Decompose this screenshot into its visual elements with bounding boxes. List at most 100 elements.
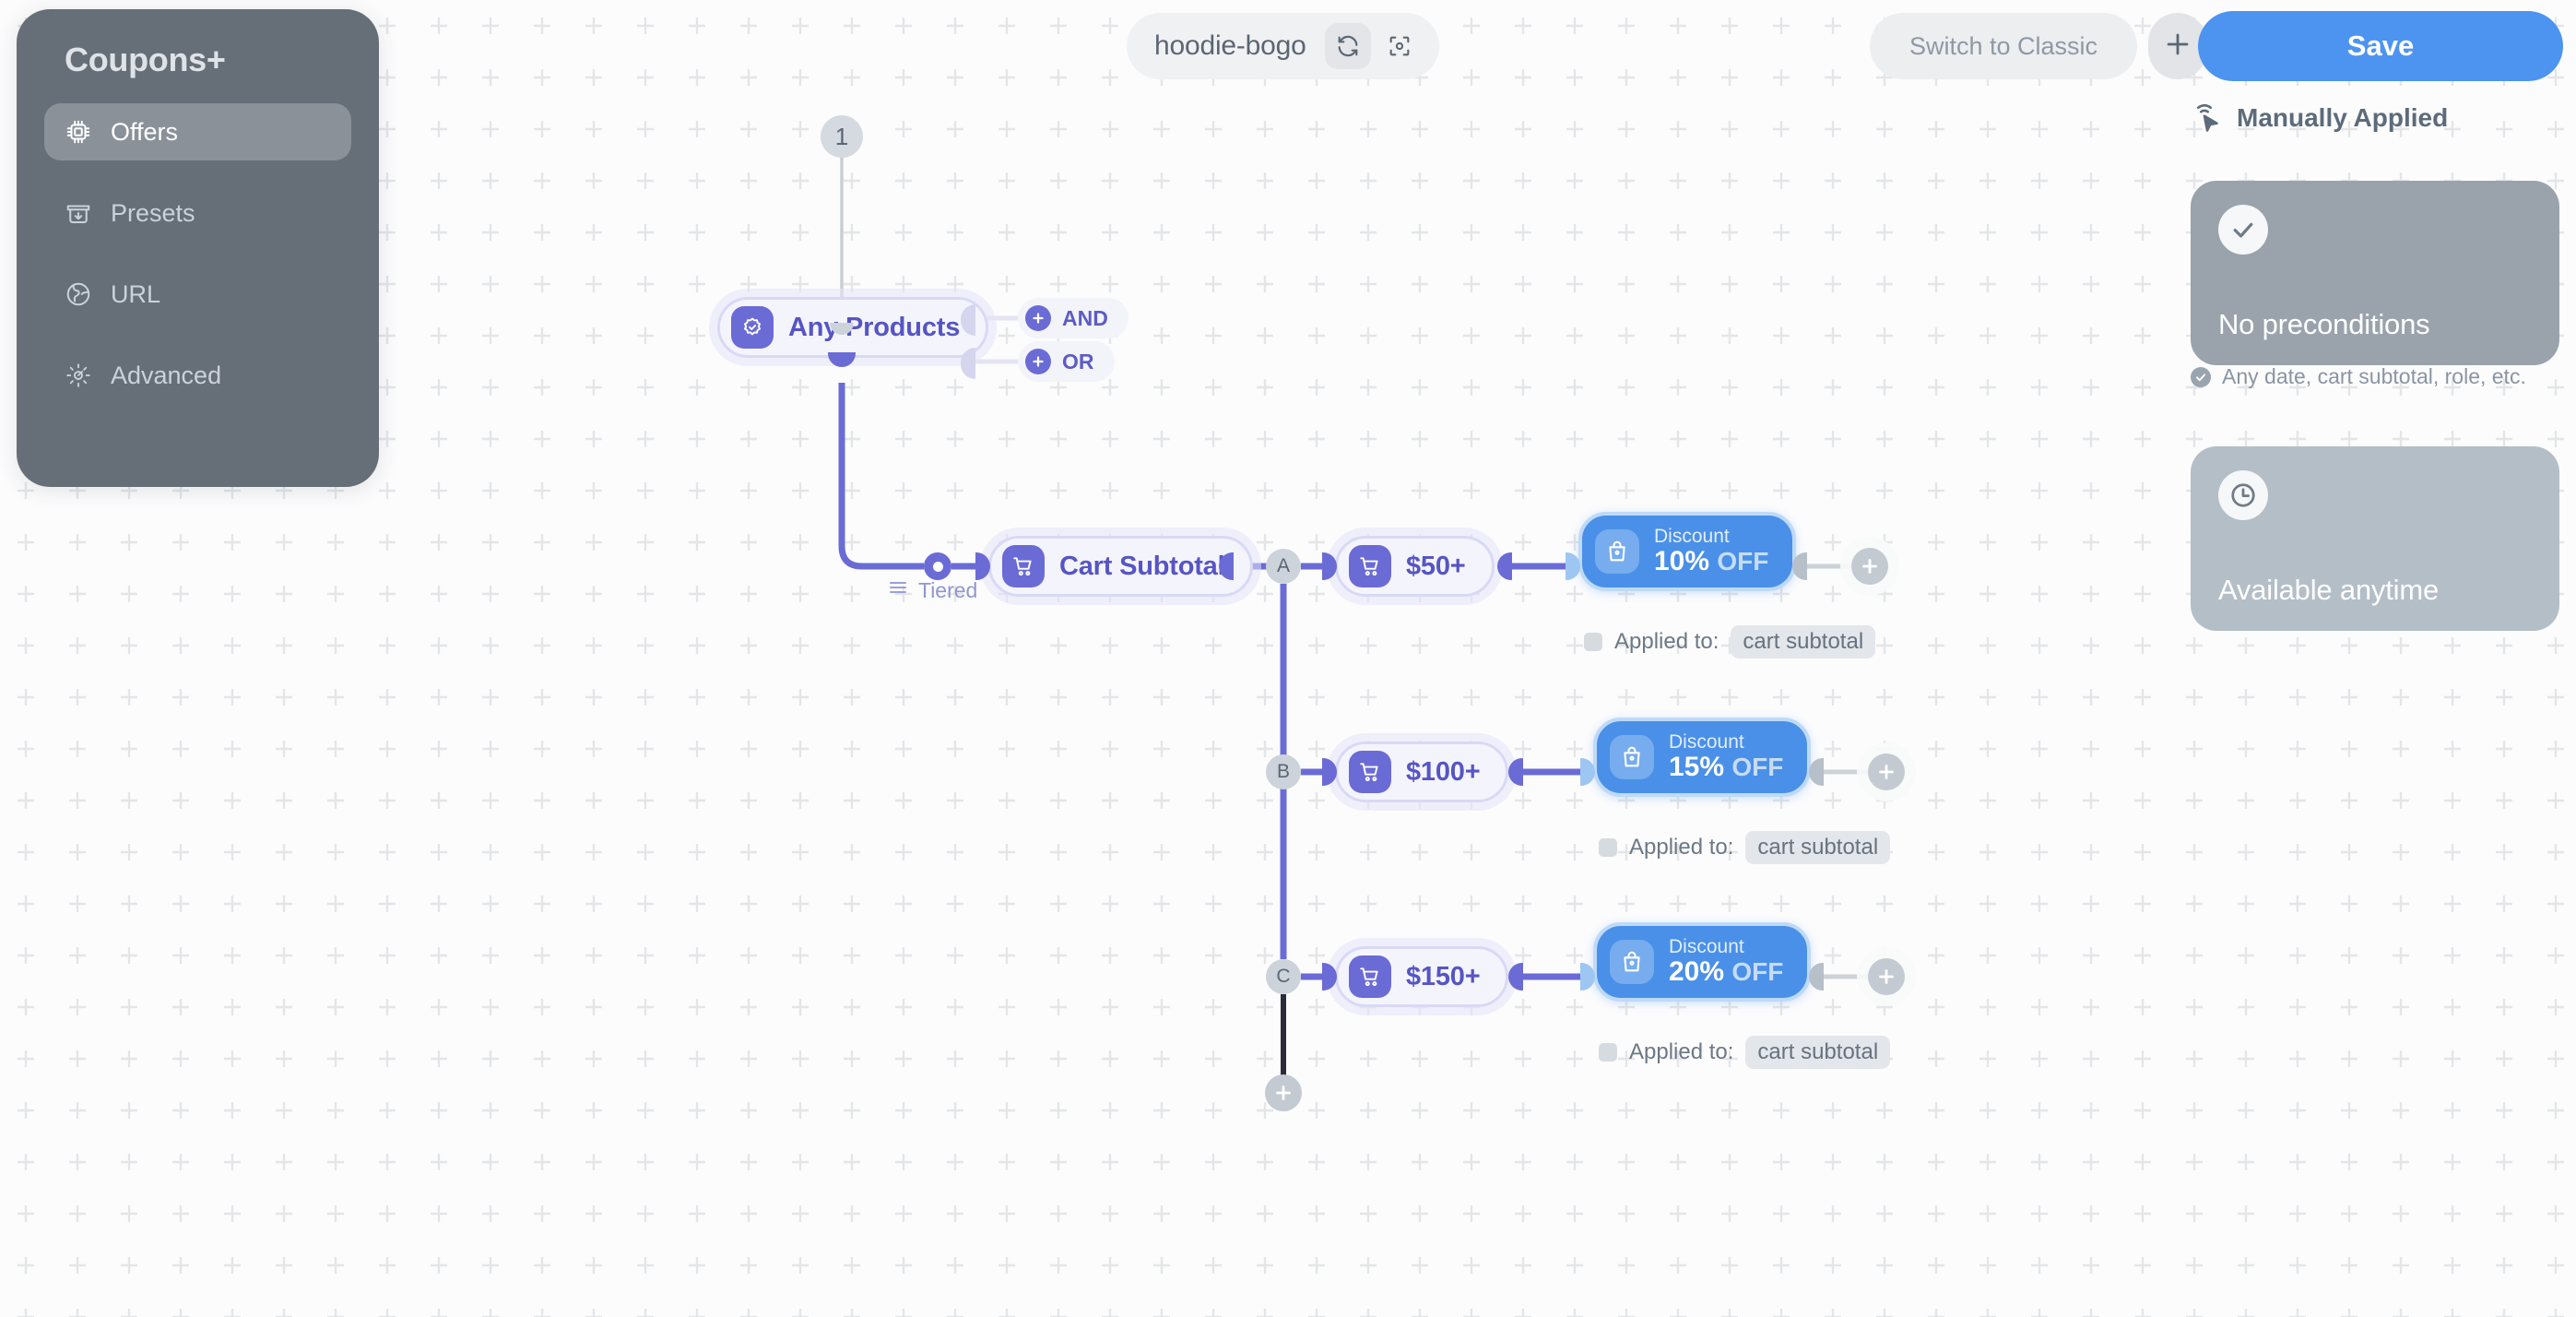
archive-download-icon xyxy=(65,199,92,227)
node-in-handle[interactable] xyxy=(1322,963,1337,991)
refresh-icon[interactable] xyxy=(1324,23,1371,69)
gear-icon xyxy=(65,362,92,389)
discount-value: 20% xyxy=(1669,956,1725,988)
node-threshold[interactable]: $150+ xyxy=(1335,946,1509,1007)
add-action-button[interactable] xyxy=(1868,958,1905,995)
clock-icon xyxy=(2218,470,2268,520)
coupon-name: hoodie-bogo xyxy=(1154,30,1306,61)
sidebar-item-presets[interactable]: Presets xyxy=(44,184,351,242)
tiers-icon xyxy=(887,576,909,604)
applied-target-chip[interactable]: cart subtotal xyxy=(1745,831,1891,864)
node-threshold[interactable]: $100+ xyxy=(1335,742,1509,802)
node-discount[interactable]: Discount 15% OFF xyxy=(1593,718,1812,797)
manually-applied-row: Manually Applied xyxy=(2191,101,2559,135)
chip-icon xyxy=(65,118,92,146)
cart-icon xyxy=(1349,751,1391,793)
plus-circle-icon xyxy=(1025,349,1051,374)
bag-icon xyxy=(1610,735,1654,779)
add-action-button[interactable] xyxy=(1851,548,1888,585)
applied-target-chip[interactable]: cart subtotal xyxy=(1745,1036,1891,1069)
node-any-products[interactable]: Any Products xyxy=(717,297,989,358)
logic-label: AND xyxy=(1062,305,1108,330)
applied-to-row[interactable]: Applied to: cart subtotal xyxy=(1599,831,1891,864)
save-button[interactable]: Save xyxy=(2198,11,2563,81)
no-preconditions-card[interactable]: No preconditions xyxy=(2191,181,2559,365)
node-discount[interactable]: Discount 10% OFF xyxy=(1578,512,1797,591)
sidebar-item-label: Presets xyxy=(111,198,195,227)
preconditions-subtitle-row: Any date, cart subtotal, role, etc. xyxy=(2191,364,2559,389)
tier-badge[interactable]: B xyxy=(1266,754,1301,789)
discount-kicker: Discount xyxy=(1669,731,1744,753)
sidebar-item-url[interactable]: URL xyxy=(44,266,351,323)
applied-to-row[interactable]: Applied to: cart subtotal xyxy=(1599,1036,1891,1069)
applied-to-row[interactable]: Applied to: cart subtotal xyxy=(1584,625,1876,658)
globe-icon xyxy=(65,280,92,308)
manually-applied-label: Manually Applied xyxy=(2237,103,2449,132)
available-anytime-card[interactable]: Available anytime xyxy=(2191,446,2559,631)
applied-label: Applied to: xyxy=(1629,835,1734,860)
node-in-handle[interactable] xyxy=(1322,758,1337,786)
threshold-label: $150+ xyxy=(1406,961,1481,991)
sidebar-item-label: URL xyxy=(111,279,161,308)
add-action-button[interactable] xyxy=(1868,753,1905,790)
logic-label: OR xyxy=(1062,349,1094,374)
tiered-text: Tiered xyxy=(918,577,978,602)
sidebar-item-offers[interactable]: Offers xyxy=(44,103,351,160)
tier-badge[interactable]: A xyxy=(1266,549,1301,584)
applied-target-chip[interactable]: cart subtotal xyxy=(1731,625,1876,658)
discount-value: 10% xyxy=(1654,546,1710,577)
tiered-label: Tiered xyxy=(887,576,977,604)
card-title: Available anytime xyxy=(2218,574,2439,606)
add-and-condition-button[interactable]: AND xyxy=(1018,298,1128,338)
applied-label: Applied to: xyxy=(1614,629,1719,654)
sidebar-item-advanced[interactable]: Advanced xyxy=(44,347,351,404)
applied-checkbox[interactable] xyxy=(1599,838,1617,857)
discount-value: 15% xyxy=(1669,752,1725,783)
focus-frame-icon[interactable] xyxy=(1377,23,1423,69)
card-title: No preconditions xyxy=(2218,308,2430,340)
discount-unit: OFF xyxy=(1717,547,1769,576)
sidebar-item-label: Advanced xyxy=(111,361,222,389)
bag-icon xyxy=(1610,940,1654,984)
node-out-handle[interactable] xyxy=(1508,963,1523,991)
check-icon xyxy=(2218,205,2268,255)
discount-out-handle[interactable] xyxy=(1809,758,1824,786)
sidebar: Coupons+ Offers Presets xyxy=(17,9,379,487)
discount-out-handle[interactable] xyxy=(1809,963,1824,991)
badge-check-icon xyxy=(731,306,774,349)
node-bottom-handle[interactable] xyxy=(828,352,856,367)
applied-checkbox[interactable] xyxy=(1599,1043,1617,1062)
plus-icon xyxy=(2162,29,2193,65)
discount-kicker: Discount xyxy=(1669,936,1744,958)
node-discount[interactable]: Discount 20% OFF xyxy=(1593,922,1812,1002)
cart-icon xyxy=(1349,955,1391,998)
threshold-label: $100+ xyxy=(1406,756,1481,787)
node-label: Any Products xyxy=(788,312,961,342)
switch-to-classic-button[interactable]: Switch to Classic xyxy=(1870,13,2137,79)
cart-icon xyxy=(1349,545,1391,587)
node-in-handle[interactable] xyxy=(1322,552,1337,580)
sidebar-item-label: Offers xyxy=(111,117,179,146)
cursor-click-icon xyxy=(2191,101,2224,135)
start-step-badge[interactable]: 1 xyxy=(821,115,863,158)
bag-icon xyxy=(1595,529,1639,574)
sidebar-title: Coupons+ xyxy=(65,41,226,78)
applied-label: Applied to: xyxy=(1629,1039,1734,1064)
preconditions-subtitle: Any date, cart subtotal, role, etc. xyxy=(2222,364,2526,388)
add-or-condition-button[interactable]: OR xyxy=(1018,341,1115,382)
applied-checkbox[interactable] xyxy=(1584,633,1602,651)
node-cart-subtotal[interactable]: Cart Subtotal xyxy=(988,536,1254,597)
cart-icon xyxy=(1002,545,1045,587)
node-label: Cart Subtotal xyxy=(1059,551,1225,581)
plus-circle-icon xyxy=(1025,305,1051,331)
discount-kicker: Discount xyxy=(1654,526,1730,548)
tier-badge[interactable]: C xyxy=(1266,959,1301,994)
add-tier-button[interactable] xyxy=(1265,1074,1302,1111)
discount-unit: OFF xyxy=(1731,957,1784,987)
node-in-handle[interactable] xyxy=(975,552,990,580)
node-threshold[interactable]: $50+ xyxy=(1335,536,1495,597)
coupon-title-pill[interactable]: hoodie-bogo xyxy=(1127,13,1439,79)
node-out-handle[interactable] xyxy=(1508,758,1523,786)
node-out-handle[interactable] xyxy=(1497,552,1512,580)
